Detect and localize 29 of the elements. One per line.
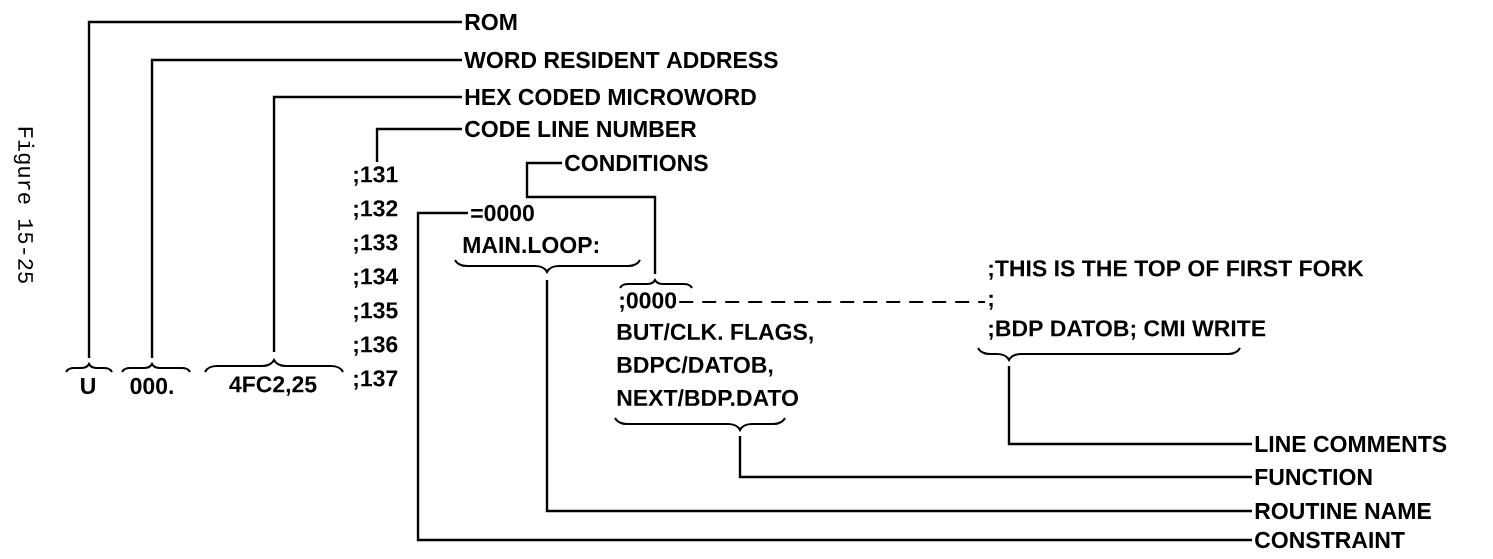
- leader-line: [375, 127, 462, 162]
- code-text: BUT/CLK. FLAGS, BDPC/DATOB, NEXT/BDP.DATO: [617, 323, 813, 407]
- callout-label: WORD RESIDENT ADDRESS: [464, 51, 778, 69]
- leader-line: [525, 161, 657, 274]
- leader-line: [150, 58, 462, 358]
- callout-label: CONSTRAINT: [1255, 531, 1405, 549]
- leader-line: [545, 280, 1252, 513]
- leader-line: [738, 436, 1252, 479]
- leader-line: [416, 211, 1252, 542]
- leader-line: [1007, 366, 1252, 446]
- callout-label: CONDITIONS: [565, 154, 708, 172]
- callout-label: CODE LINE NUMBER: [465, 120, 697, 138]
- code-text: ;THIS IS THE TOP OF FIRST FORK ; ;BDP DATOB; CMI WRITE: [989, 260, 1364, 340]
- callout-label: ROM: [465, 13, 517, 31]
- callout-label: FUNCTION: [1255, 468, 1372, 486]
- code-text: 4FC2,25: [229, 376, 317, 396]
- code-text: MAIN.LOOP:: [463, 236, 598, 254]
- code-text: ;131 ;132 ;133 ;134 ;135 ;136 ;137: [354, 166, 399, 390]
- callout-label: ROUTINE NAME: [1255, 502, 1431, 520]
- leader-line: [272, 95, 462, 352]
- code-text: 000.: [130, 377, 173, 395]
- callout-label: LINE COMMENTS: [1255, 435, 1447, 453]
- code-text: U: [81, 377, 95, 394]
- figure-number: Figure 15-25: [13, 127, 35, 283]
- code-text: =0000: [471, 204, 534, 222]
- callout-label: HEX CODED MICROWORD: [465, 88, 756, 106]
- leader-line: [678, 301, 986, 303]
- leader-line: [87, 20, 462, 358]
- code-text: ;0000: [620, 292, 677, 312]
